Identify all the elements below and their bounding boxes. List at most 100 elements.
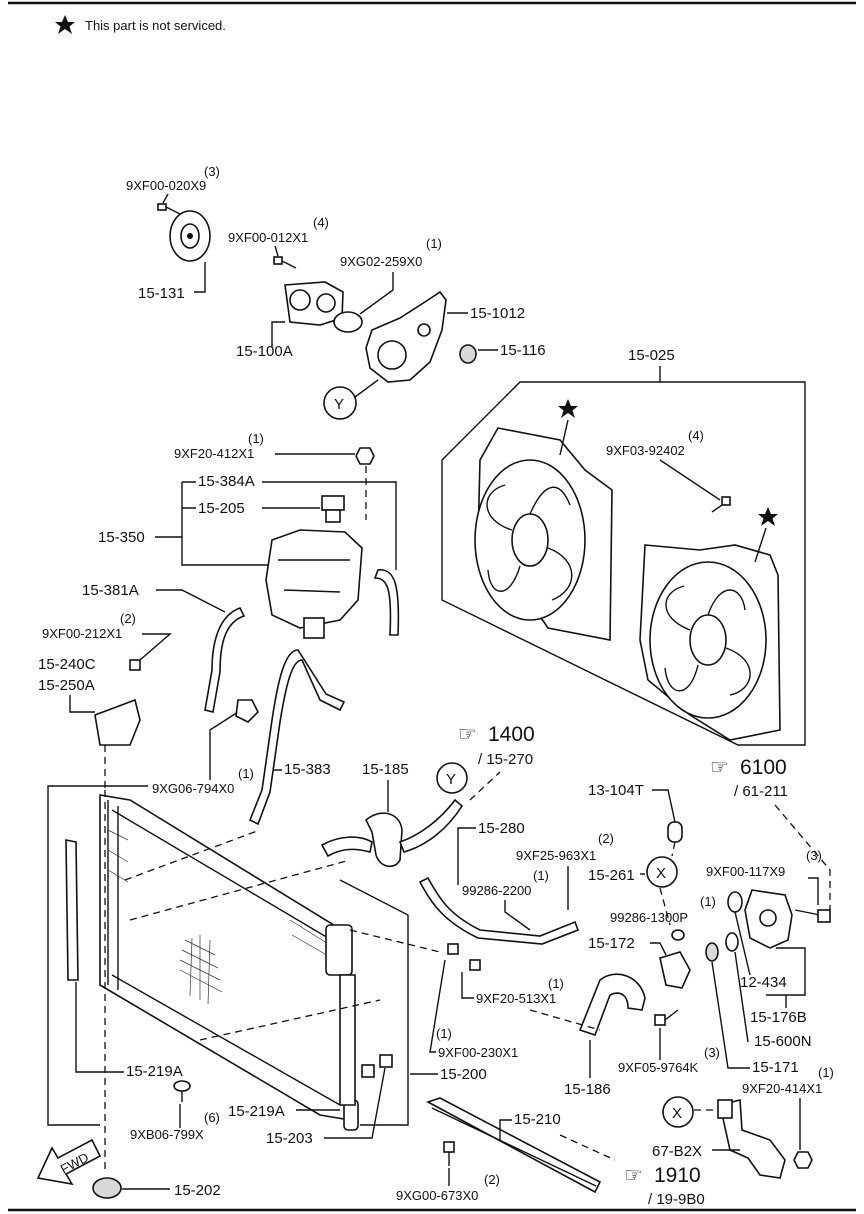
hose-15-280	[418, 876, 580, 945]
label-99286-2200: 99286-2200	[462, 883, 531, 898]
overflow-hose-15-384a	[373, 569, 400, 636]
qty-9xf25-963x1: (2)	[598, 831, 614, 846]
bolt-9xf03-92402	[711, 496, 731, 513]
bolt-9xf00-117x9	[794, 909, 831, 923]
label-15-381a: 15-381A	[82, 582, 139, 599]
gasket-12-434	[727, 891, 743, 913]
pulley-15-131	[169, 210, 211, 262]
marker-x-mid-text: X	[656, 865, 666, 882]
bracket-15-240c	[94, 698, 141, 746]
label-15-203: 15-203	[266, 1130, 313, 1147]
label-15-219a-left: 15-219A	[126, 1063, 183, 1080]
label-9xf20-513x1: 9XF20-513X1	[476, 991, 556, 1006]
bolt-9xf20-513x1	[447, 943, 481, 971]
label-9xf20-412x1: 9XF20-412X1	[174, 446, 254, 461]
pointing-hand-icon: ☞	[710, 756, 729, 779]
label-15-261: 15-261	[588, 867, 635, 884]
clip-9xg06-794x0	[235, 699, 259, 723]
label-15-383: 15-383	[284, 761, 331, 778]
label-9xf00-230x1: 9XF00-230X1	[438, 1045, 518, 1060]
thermostat-housing-15-176b	[744, 889, 793, 949]
label-9xf00-020x9: 9XF00-020X9	[126, 178, 206, 193]
qty-9xg06-794x0: (1)	[238, 766, 254, 781]
seal-15-116	[459, 344, 477, 364]
o-ring-15-600n	[725, 932, 739, 952]
fan-box-outline	[441, 381, 806, 746]
marker-x-bottom-text: X	[672, 1105, 682, 1122]
label-15-186: 15-186	[564, 1081, 611, 1098]
mount-15-202	[92, 1177, 122, 1199]
label-9xg00-673x0: 9XG00-673X0	[396, 1188, 478, 1203]
label-99286-1300p: 99286-1300P	[610, 910, 688, 925]
nut-9xf20-414x1	[793, 1151, 813, 1169]
label-15-210: 15-210	[514, 1111, 561, 1128]
elbow-15-186	[578, 973, 646, 1037]
ref-15-270: / 15-270	[478, 751, 533, 768]
label-15-280: 15-280	[478, 820, 525, 837]
ref-61-211: / 61-211	[734, 783, 788, 800]
label-9xf00-212x1: 9XF00-212X1	[42, 626, 122, 641]
hose-15-381a	[204, 607, 246, 713]
label-9xf25-963x1: 9XF25-963X1	[516, 848, 596, 863]
qty-9xf05-9764k: (3)	[704, 1045, 720, 1060]
note-text: This part is not serviced.	[85, 18, 226, 33]
label-9xf00-117x9: 9XF00-117X9	[706, 864, 785, 879]
qty-9xg02-259x0: (1)	[426, 236, 442, 251]
radiator-15-200	[99, 794, 359, 1131]
qty-99286-2200: (1)	[533, 868, 549, 883]
support-15-210	[425, 1097, 602, 1194]
label-15-116: 15-116	[500, 342, 546, 359]
qty-9xf20-513x1: (1)	[548, 976, 564, 991]
ref-19-9b0: / 19-9B0	[648, 1191, 705, 1208]
radiator-outline-box	[47, 785, 409, 1126]
bolt-9xb06-799x	[173, 1080, 191, 1102]
marker-y-mid	[436, 762, 468, 794]
ref-6100: 6100	[740, 756, 787, 779]
label-15-171: 15-171	[752, 1059, 799, 1076]
label-15-185: 15-185	[362, 761, 409, 778]
qty-9xf20-414x1: (1)	[818, 1065, 834, 1080]
clip-99286-1300p	[671, 929, 685, 941]
label-15-205: 15-205	[198, 500, 245, 517]
hose-15-383	[248, 649, 346, 826]
qty-9xf00-230x1: (1)	[436, 1026, 452, 1041]
label-67-b2x: 67-B2X	[652, 1143, 702, 1160]
label-15-100a: 15-100A	[236, 343, 293, 360]
label-15-350: 15-350	[98, 529, 145, 546]
marker-y-top-text: Y	[334, 396, 344, 413]
star-icon	[55, 15, 75, 34]
pointing-hand-icon: ☞	[624, 1164, 643, 1187]
label-15-176b: 15-176B	[750, 1009, 807, 1026]
bracket-67-b2x	[717, 1098, 786, 1179]
qty-9xf00-212x1: (2)	[120, 611, 136, 626]
o-ring-15-171	[705, 942, 719, 962]
fitting-15-172	[659, 951, 691, 989]
bolt-9xf00-212x1	[129, 659, 141, 671]
label-15-219a-right: 15-219A	[228, 1103, 285, 1120]
label-9xg06-794x0: 9XG06-794X0	[152, 781, 234, 796]
seal-15-219a	[65, 839, 79, 981]
label-12-434: 12-434	[740, 974, 787, 991]
label-15-600n: 15-600N	[754, 1033, 812, 1050]
label-9xg02-259x0: 9XG02-259X0	[340, 254, 422, 269]
star-icon	[758, 507, 778, 526]
connector-13-104t	[667, 821, 683, 843]
label-15-025: 15-025	[628, 347, 675, 364]
bolt-9xf00-012x1	[273, 256, 297, 269]
label-9xf00-012x1: 9XF00-012X1	[228, 230, 308, 245]
bolt-9xg00-673x0	[443, 1141, 455, 1166]
qty-9xf03-92402: (4)	[688, 428, 704, 443]
nut-9xf20-412x1	[355, 447, 375, 465]
hose-15-185-branch	[398, 798, 464, 853]
label-15-384a: 15-384A	[198, 473, 255, 490]
marker-x-mid	[646, 856, 678, 888]
fwd-arrow-icon: FWD	[36, 1138, 102, 1186]
label-9xf03-92402: 9XF03-92402	[606, 443, 685, 458]
gasket-9xg02-259x0	[333, 311, 363, 333]
hose-15-185	[365, 812, 403, 868]
qty-9xf00-020x9: (3)	[204, 164, 220, 179]
label-15-240c: 15-240C	[38, 656, 96, 673]
qty-9xf00-117x9: (3)	[806, 848, 822, 863]
ref-1400: 1400	[488, 723, 535, 746]
